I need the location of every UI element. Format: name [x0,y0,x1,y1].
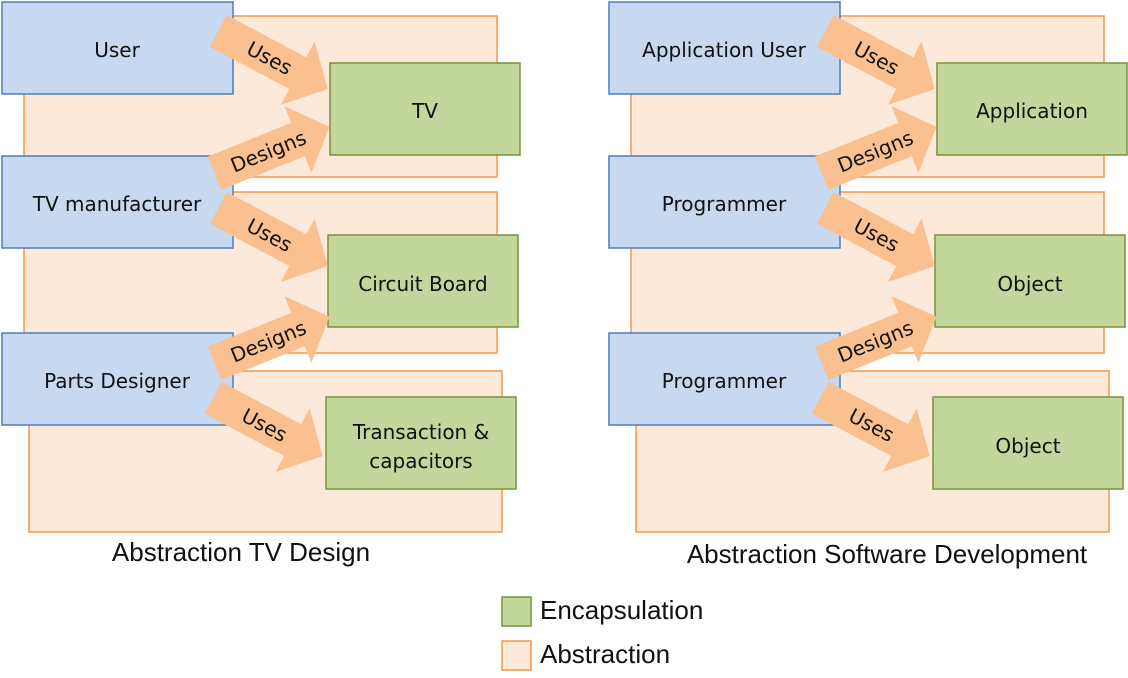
tv-design-panel: TV Circuit Board Transaction & capacitor… [1,1,521,567]
programmer-actor-box [608,332,841,426]
software-development-caption: Abstraction Software Development [687,539,1088,569]
application-user-actor-label: Application User [642,38,806,62]
legend: Encapsulation Abstraction [501,595,703,671]
abstraction-swatch [501,640,532,671]
tv-design-caption: Abstraction TV Design [112,537,370,567]
transistors-component-box [325,396,517,490]
object-component-box [932,396,1124,490]
user-actor-label: User [94,38,140,62]
encapsulation-legend-label: Encapsulation [540,595,703,625]
transistors-component-label-line2: capacitors [369,449,472,473]
circuit-board-component-box [327,234,519,328]
application-component-label: Application [976,99,1088,123]
user-actor-box [1,1,234,95]
parts-designer-actor-label: Parts Designer [44,369,191,393]
object-component-label: Object [995,434,1060,458]
software-development-panel: Application Object Object Application Us… [608,1,1128,569]
application-component-box [936,62,1128,156]
uses-arrow: Uses [816,191,935,282]
programmer-actor-box [608,155,841,249]
tv-component-label: TV [411,99,438,123]
uses-arrow: Uses [209,191,328,282]
tv-manufacturer-actor-box [1,155,234,249]
object-component-label: Object [997,272,1062,296]
programmer-actor-label: Programmer [662,192,787,216]
parts-designer-actor-box [1,332,234,426]
object-component-box [934,234,1126,328]
tv-manufacturer-actor-label: TV manufacturer [32,192,202,216]
designs-arrow: Designs [814,296,937,380]
encapsulation-swatch [501,596,532,627]
tv-component-box [329,62,521,156]
circuit-board-component-label: Circuit Board [358,272,488,296]
abstraction-legend-label: Abstraction [540,639,670,669]
application-user-actor-box [608,1,841,95]
transistors-component-label-line1: Transaction & [352,420,489,444]
programmer-actor-label: Programmer [662,369,787,393]
